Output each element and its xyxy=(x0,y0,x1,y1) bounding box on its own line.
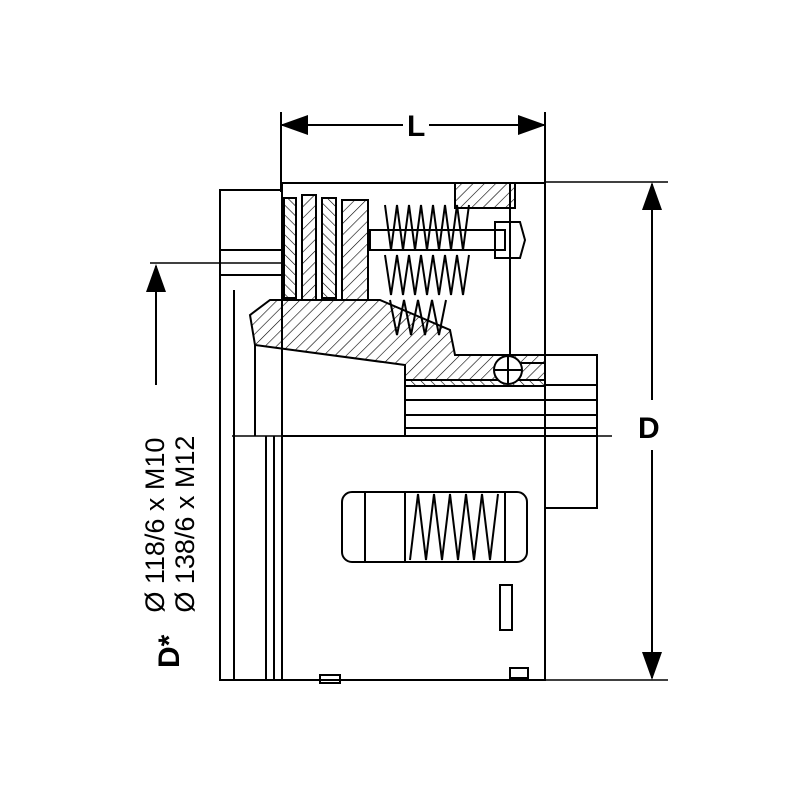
spec-line: Ø 138/6 x M12 xyxy=(170,435,200,613)
section-upper xyxy=(248,182,598,437)
diameter-label: D xyxy=(638,410,660,448)
section-lower xyxy=(281,435,598,684)
thread-diameter-label: D* xyxy=(153,634,186,668)
thread-spec-block: D* Ø 118/6 x M10 Ø 138/6 x M12 xyxy=(140,436,200,668)
dimension-D-star xyxy=(146,262,282,385)
length-label: L xyxy=(403,112,430,142)
spec-line: Ø 118/6 x M10 xyxy=(140,437,170,613)
